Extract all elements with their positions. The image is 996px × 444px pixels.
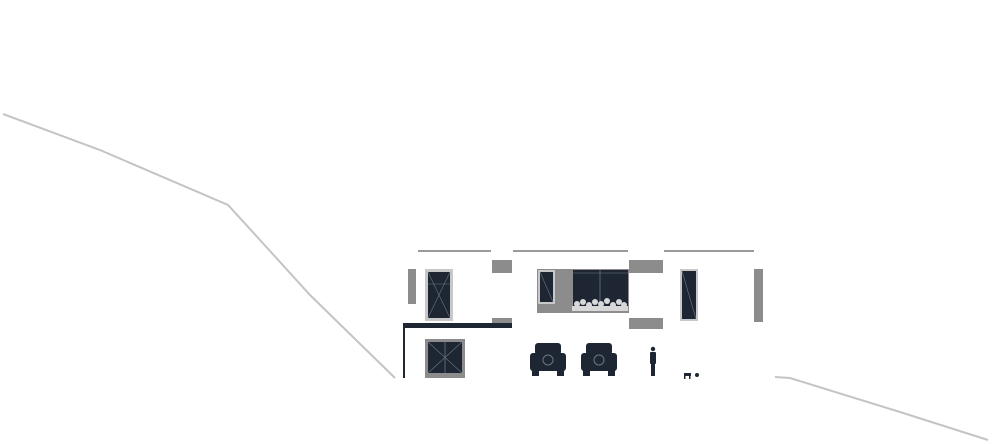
window-right — [680, 269, 698, 321]
window-upper-left — [425, 269, 453, 321]
terrain-line-left — [2, 113, 396, 379]
dog-icon — [684, 373, 699, 379]
window-center-small — [538, 270, 555, 304]
car-icon — [581, 343, 617, 376]
planter-plants — [572, 298, 628, 311]
terrain-line-right — [774, 376, 989, 441]
door-lower-left — [425, 339, 465, 378]
canopy — [403, 323, 512, 378]
person-icon — [650, 346, 656, 376]
car-icon — [530, 343, 566, 376]
